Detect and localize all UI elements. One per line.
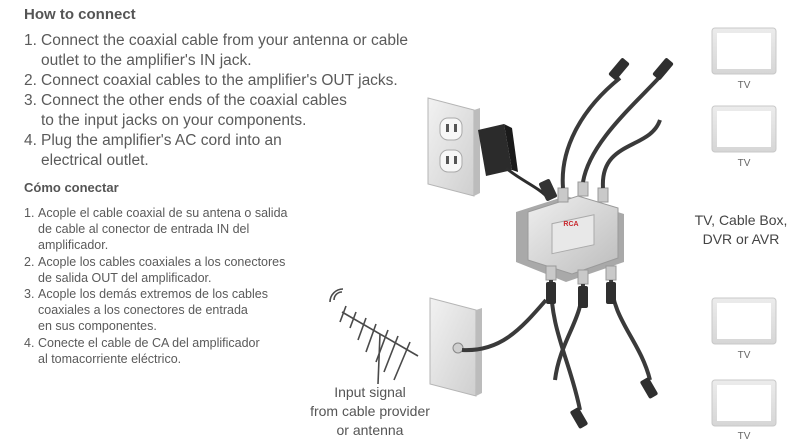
tv-label: TV [737, 80, 751, 91]
step-number: 4. [24, 335, 35, 350]
spanish-step: 2. Acople los cables coaxiales a los con… [24, 254, 354, 286]
step-number: 4. [24, 132, 37, 149]
step-line: Connect the coaxial cable from your ante… [41, 32, 409, 49]
input-label-line: or antenna [336, 422, 404, 438]
english-heading: How to connect [24, 6, 136, 23]
step-line: en sus componentes. [38, 319, 157, 334]
step-line: electrical outlet. [41, 152, 149, 169]
tv-icon [711, 297, 777, 345]
step-line: Connect the other ends of the coaxial ca… [41, 92, 347, 109]
spanish-step: 1. Acople el cable coaxial de su antena … [24, 205, 354, 254]
english-step: 4. Plug the amplifier's AC cord into an … [24, 131, 464, 171]
destination-label: TV, Cable Box, DVR or AVR [676, 211, 800, 249]
cable-connectors-bottom [546, 282, 658, 429]
output-cables-top [560, 68, 668, 189]
step-line: de salida OUT del amplificador. [38, 270, 212, 285]
step-line: de cable al conector de entrada IN del [38, 222, 250, 237]
step-number: 2. [24, 72, 37, 89]
input-cable [461, 298, 548, 353]
step-line: outlet to the amplifier's IN jack. [41, 52, 252, 69]
tv-icon [711, 105, 777, 153]
tv-label: TV [737, 431, 751, 442]
antenna-icon [329, 288, 419, 385]
tv-label: TV [737, 350, 751, 361]
step-number: 1. [24, 32, 37, 49]
step-number: 2. [24, 254, 35, 269]
spanish-step: 4. Conecte el cable de CA del amplificad… [24, 335, 354, 367]
step-line: Acople los cables coaxiales a los conect… [38, 254, 286, 269]
step-number: 1. [24, 206, 35, 220]
input-label-line: from cable provider [310, 403, 430, 419]
english-step: 1. Connect the coaxial cable from your a… [24, 31, 464, 71]
tv-icon [711, 27, 777, 75]
step-line: Acople los demás extremos de los cables [38, 287, 268, 302]
input-signal-label: Input signal from cable provider or ante… [290, 383, 450, 440]
english-step: 2. Connect coaxial cables to the amplifi… [24, 71, 464, 91]
tv-label: TV [737, 158, 751, 169]
step-line: coaxiales a los conectores de entrada [38, 303, 248, 318]
spanish-steps: 1. Acople el cable coaxial de su antena … [24, 205, 354, 367]
amplifier-brand: RCA [563, 221, 578, 228]
english-step: 3. Connect the other ends of the coaxial… [24, 91, 464, 131]
step-line: Connect coaxial cables to the amplifier'… [41, 72, 398, 89]
input-label-line: Input signal [334, 384, 406, 400]
destination-label-line: DVR or AVR [702, 231, 780, 247]
step-number: 3. [24, 92, 37, 109]
tv-icon [711, 379, 777, 427]
coax-wall-plate [429, 297, 482, 397]
cable-connectors-top [608, 58, 674, 80]
step-line: Conecte el cable de CA del amplificador [38, 335, 260, 350]
step-number: 3. [24, 287, 35, 302]
english-steps: 1. Connect the coaxial cable from your a… [24, 31, 464, 171]
step-line: al tomacorriente eléctrico. [38, 351, 182, 366]
step-line: amplificador. [38, 238, 109, 253]
step-line: to the input jacks on your components. [41, 112, 307, 129]
step-line: Plug the amplifier's AC cord into an [41, 132, 282, 149]
destination-label-line: TV, Cable Box, [694, 212, 788, 228]
power-outlet [427, 97, 480, 197]
ac-adapter [478, 124, 558, 201]
amplifier: RCA [516, 181, 624, 285]
output-cables-bottom [548, 279, 652, 411]
spanish-step: 3. Acople los demás extremos de los cabl… [24, 286, 354, 335]
step-line: Acople el cable coaxial de su antena o s… [38, 206, 288, 220]
spanish-heading: Cómo conectar [24, 180, 119, 195]
